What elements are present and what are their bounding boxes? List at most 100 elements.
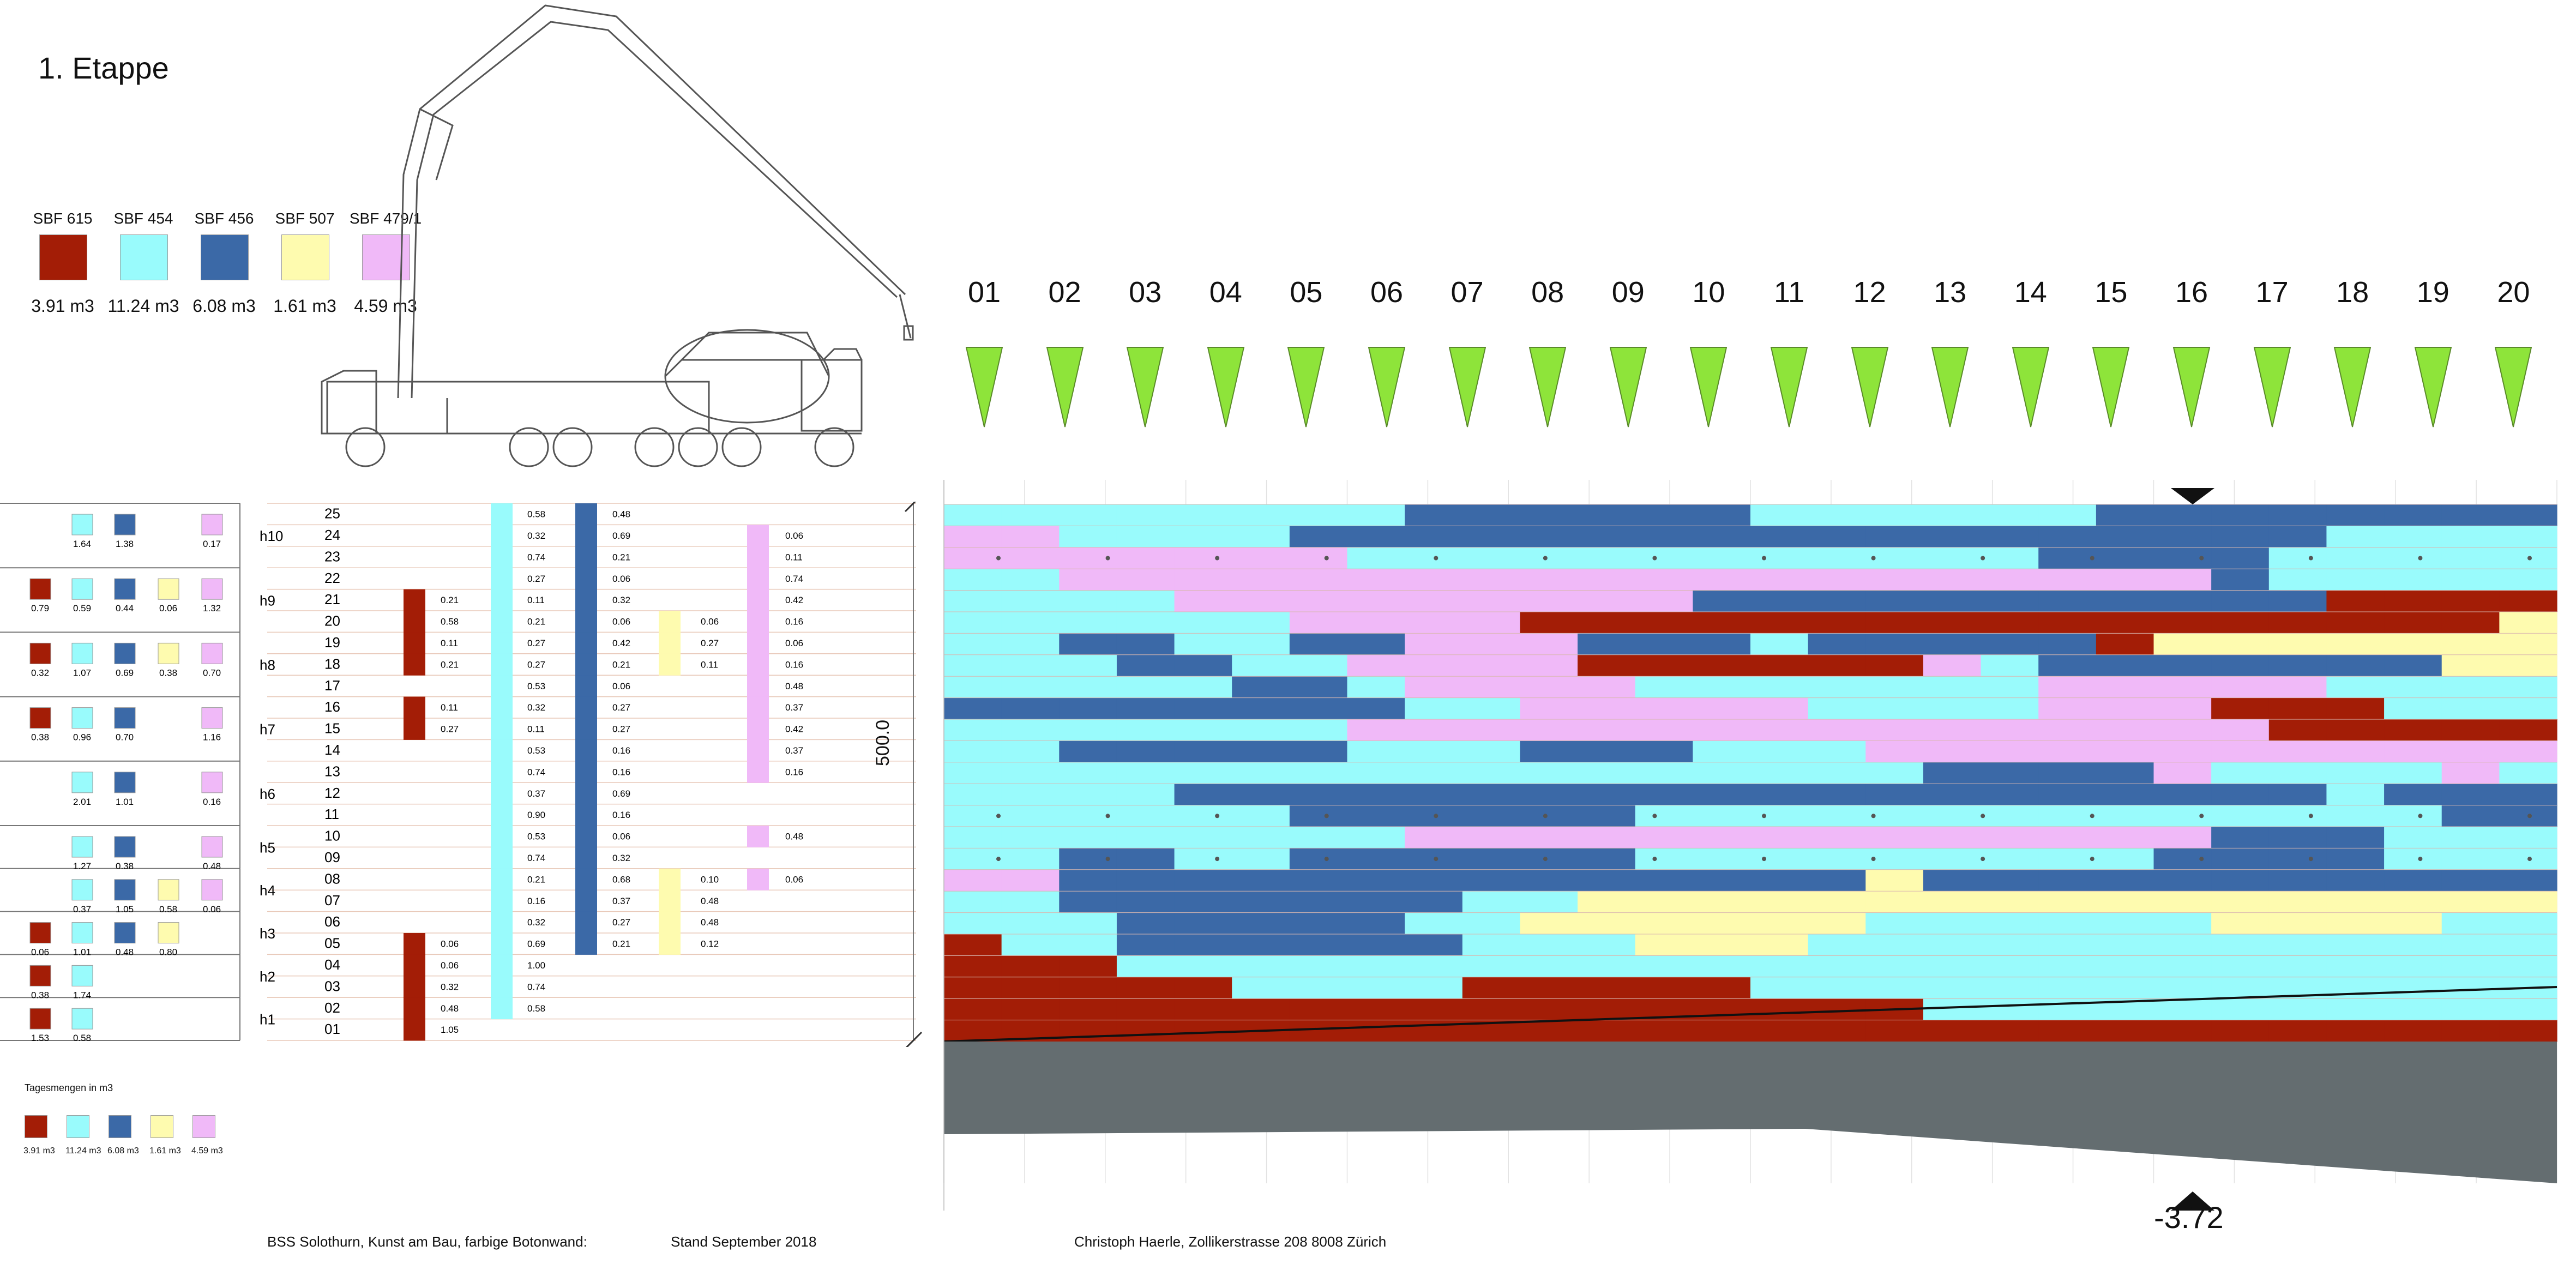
wall-cell — [1462, 697, 1521, 720]
wall-cell — [2441, 633, 2500, 655]
wall-cell — [1116, 891, 1175, 913]
wall-cell — [1347, 504, 1405, 526]
wall-cell — [1059, 784, 1117, 806]
stage-amount: 0.44 — [116, 603, 134, 613]
wall-cell — [1289, 762, 1348, 784]
wall-cell — [2153, 504, 2212, 526]
stage-label: h10 — [260, 528, 283, 544]
wall-cell — [2441, 869, 2500, 892]
stage-amount: 0.16 — [203, 797, 221, 807]
layer-amount: 0.27 — [527, 638, 545, 648]
wall-cell — [1693, 955, 1751, 978]
wall-cell — [1808, 590, 1866, 612]
wall-cell — [1116, 741, 1175, 763]
wall-cell — [2096, 547, 2154, 569]
wall-cell — [1693, 762, 1751, 784]
wall-cell — [1405, 526, 1463, 548]
wall-cell — [1289, 676, 1348, 699]
column-number-20: 20 — [2497, 276, 2530, 309]
stage-amount: 1.27 — [73, 861, 91, 871]
daily-swatch-3 — [151, 1115, 173, 1138]
layer-amount: 0.21 — [441, 659, 459, 670]
wall-cell — [1520, 762, 1578, 784]
wall-cell — [1635, 633, 1693, 655]
wall-cell — [2441, 848, 2500, 870]
legend-volume-2: 6.08 m3 — [192, 296, 256, 316]
layer-amount: 0.32 — [612, 595, 630, 605]
wall-cell — [1462, 977, 1521, 999]
wall-cell — [2153, 784, 2212, 806]
wall-cell — [1635, 848, 1693, 870]
wall-cell — [1059, 676, 1117, 699]
wall-cell — [1232, 805, 1290, 827]
wall-cell — [1059, 955, 1117, 978]
wall-cell — [1347, 676, 1405, 699]
layer-number: 08 — [324, 870, 340, 887]
wall-cell — [1174, 762, 1232, 784]
layer-amount: 0.74 — [527, 552, 545, 562]
wall-cell — [2211, 697, 2270, 720]
pour-point-marker — [1770, 347, 1808, 428]
layer-amount: 0.48 — [785, 681, 803, 691]
stage-label: h8 — [260, 657, 275, 673]
stage-amount: 0.79 — [31, 603, 49, 613]
wall-cell — [2384, 912, 2442, 935]
wall-cell — [1808, 1020, 1866, 1042]
pour-point-marker — [2172, 347, 2211, 428]
wall-cell — [1232, 848, 1290, 870]
wall-cell — [1289, 526, 1348, 548]
wall-cell — [1001, 697, 1060, 720]
wall-cell — [1405, 891, 1463, 913]
layer-amount: 0.11 — [527, 595, 545, 605]
wall-cell — [944, 741, 1002, 763]
wall-cell — [1116, 719, 1175, 741]
wall-cell — [1232, 955, 1290, 978]
wall-cell — [1405, 998, 1463, 1021]
wall-cell — [1693, 633, 1751, 655]
wall-cell — [2096, 612, 2154, 634]
stage-amount: 0.48 — [116, 947, 134, 958]
wall-cell — [944, 977, 1002, 999]
wall-cell — [944, 676, 1002, 699]
stage-amount: 0.38 — [31, 990, 49, 1000]
layer-amount: 0.21 — [612, 659, 630, 670]
wall-cell — [1347, 633, 1405, 655]
stage-amount: 1.74 — [73, 990, 91, 1000]
wall-cell — [1750, 934, 1809, 956]
wall-cell — [1923, 590, 1982, 612]
stage-amount: 0.69 — [116, 667, 134, 678]
wall-cell — [1923, 569, 1982, 591]
wall-cell — [1001, 654, 1060, 677]
wall-cell — [2268, 848, 2327, 870]
wall-cell — [944, 590, 1002, 612]
layer-number: 17 — [324, 677, 340, 694]
layer-amount: 0.48 — [441, 1003, 459, 1014]
wall-cell — [944, 955, 1002, 978]
wall-cell — [1865, 891, 1924, 913]
wall-cell — [2268, 504, 2327, 526]
wall-cell — [1520, 633, 1578, 655]
wall-cell — [2211, 784, 2270, 806]
wall-cell — [1520, 869, 1578, 892]
wall-cell — [1520, 1020, 1578, 1042]
legend-volume-3: 1.61 m3 — [273, 296, 336, 316]
wall-cell — [2268, 654, 2327, 677]
footer-author: Christoph Haerle, Zollikerstrasse 208 80… — [1074, 1233, 1387, 1250]
depth-marker-icon — [2171, 1191, 2214, 1211]
wall-cell — [1981, 998, 2039, 1021]
layer-amount: 0.21 — [612, 552, 630, 562]
wall-cell — [2441, 741, 2500, 763]
wall-cell — [2038, 891, 2097, 913]
wall-cell — [1750, 526, 1809, 548]
wall-cell — [1635, 697, 1693, 720]
layer-number: 16 — [324, 699, 340, 715]
wall-cell — [1405, 805, 1463, 827]
wall-cell — [2153, 762, 2212, 784]
wall-cell — [2441, 762, 2500, 784]
stage-amount: 0.38 — [159, 667, 177, 678]
wall-cell — [2096, 912, 2154, 935]
wall-cell — [1059, 912, 1117, 935]
wall-cell — [1635, 526, 1693, 548]
wall-cell — [2499, 912, 2557, 935]
wall-cell — [1520, 741, 1578, 763]
